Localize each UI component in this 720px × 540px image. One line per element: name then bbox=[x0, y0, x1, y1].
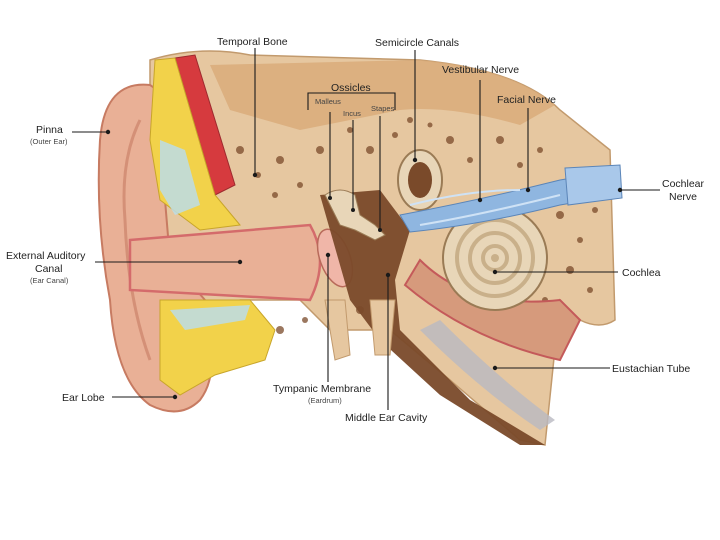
label-middle-ear-cavity: Middle Ear Cavity bbox=[345, 412, 428, 424]
label-ear-lobe: Ear Lobe bbox=[62, 392, 105, 404]
label-tympanic-membrane: Tympanic Membrane bbox=[273, 383, 371, 395]
label-eustachian-tube: Eustachian Tube bbox=[612, 363, 690, 375]
eustachian-grey-layer bbox=[420, 320, 555, 430]
label-tympanic-membrane-sub: (Eardrum) bbox=[308, 396, 342, 405]
lower-fat-pocket bbox=[170, 305, 250, 330]
label-facial-nerve: Facial Nerve bbox=[497, 94, 556, 106]
pinna-inner-fold bbox=[122, 119, 152, 361]
cochlea-shape bbox=[442, 205, 548, 311]
lower-bone-projection bbox=[324, 299, 351, 361]
label-vestibular-nerve: Vestibular Nerve bbox=[442, 64, 519, 76]
middle-ear-cavity-shape bbox=[320, 190, 545, 445]
lower-bone-projection-2 bbox=[369, 299, 396, 356]
semicircular-canals-shape bbox=[397, 149, 443, 211]
label-pinna: Pinna bbox=[36, 124, 63, 136]
label-cochlear-nerve-line1: Cochlear bbox=[662, 178, 705, 190]
label-malleus: Malleus bbox=[315, 97, 341, 106]
label-temporal-bone: Temporal Bone bbox=[217, 36, 288, 48]
label-external-auditory-canal-line1: External Auditory bbox=[6, 250, 86, 262]
leader-lines bbox=[72, 48, 660, 410]
label-semicircle-canals: Semicircle Canals bbox=[375, 37, 459, 49]
label-cochlea: Cochlea bbox=[622, 267, 661, 279]
upper-bone-band bbox=[210, 60, 555, 130]
label-stapes: Stapes bbox=[371, 104, 395, 113]
nerve-bundle bbox=[399, 164, 623, 233]
label-cochlear-nerve-line2: Nerve bbox=[669, 191, 697, 203]
label-external-auditory-canal-sub: (Ear Canal) bbox=[30, 276, 69, 285]
label-pinna-sub: (Outer Ear) bbox=[30, 137, 68, 146]
label-external-auditory-canal-line2: Canal bbox=[35, 263, 62, 275]
upper-fat-pocket bbox=[160, 140, 200, 215]
label-ossicles: Ossicles bbox=[331, 82, 371, 94]
label-incus: Incus bbox=[343, 109, 361, 118]
